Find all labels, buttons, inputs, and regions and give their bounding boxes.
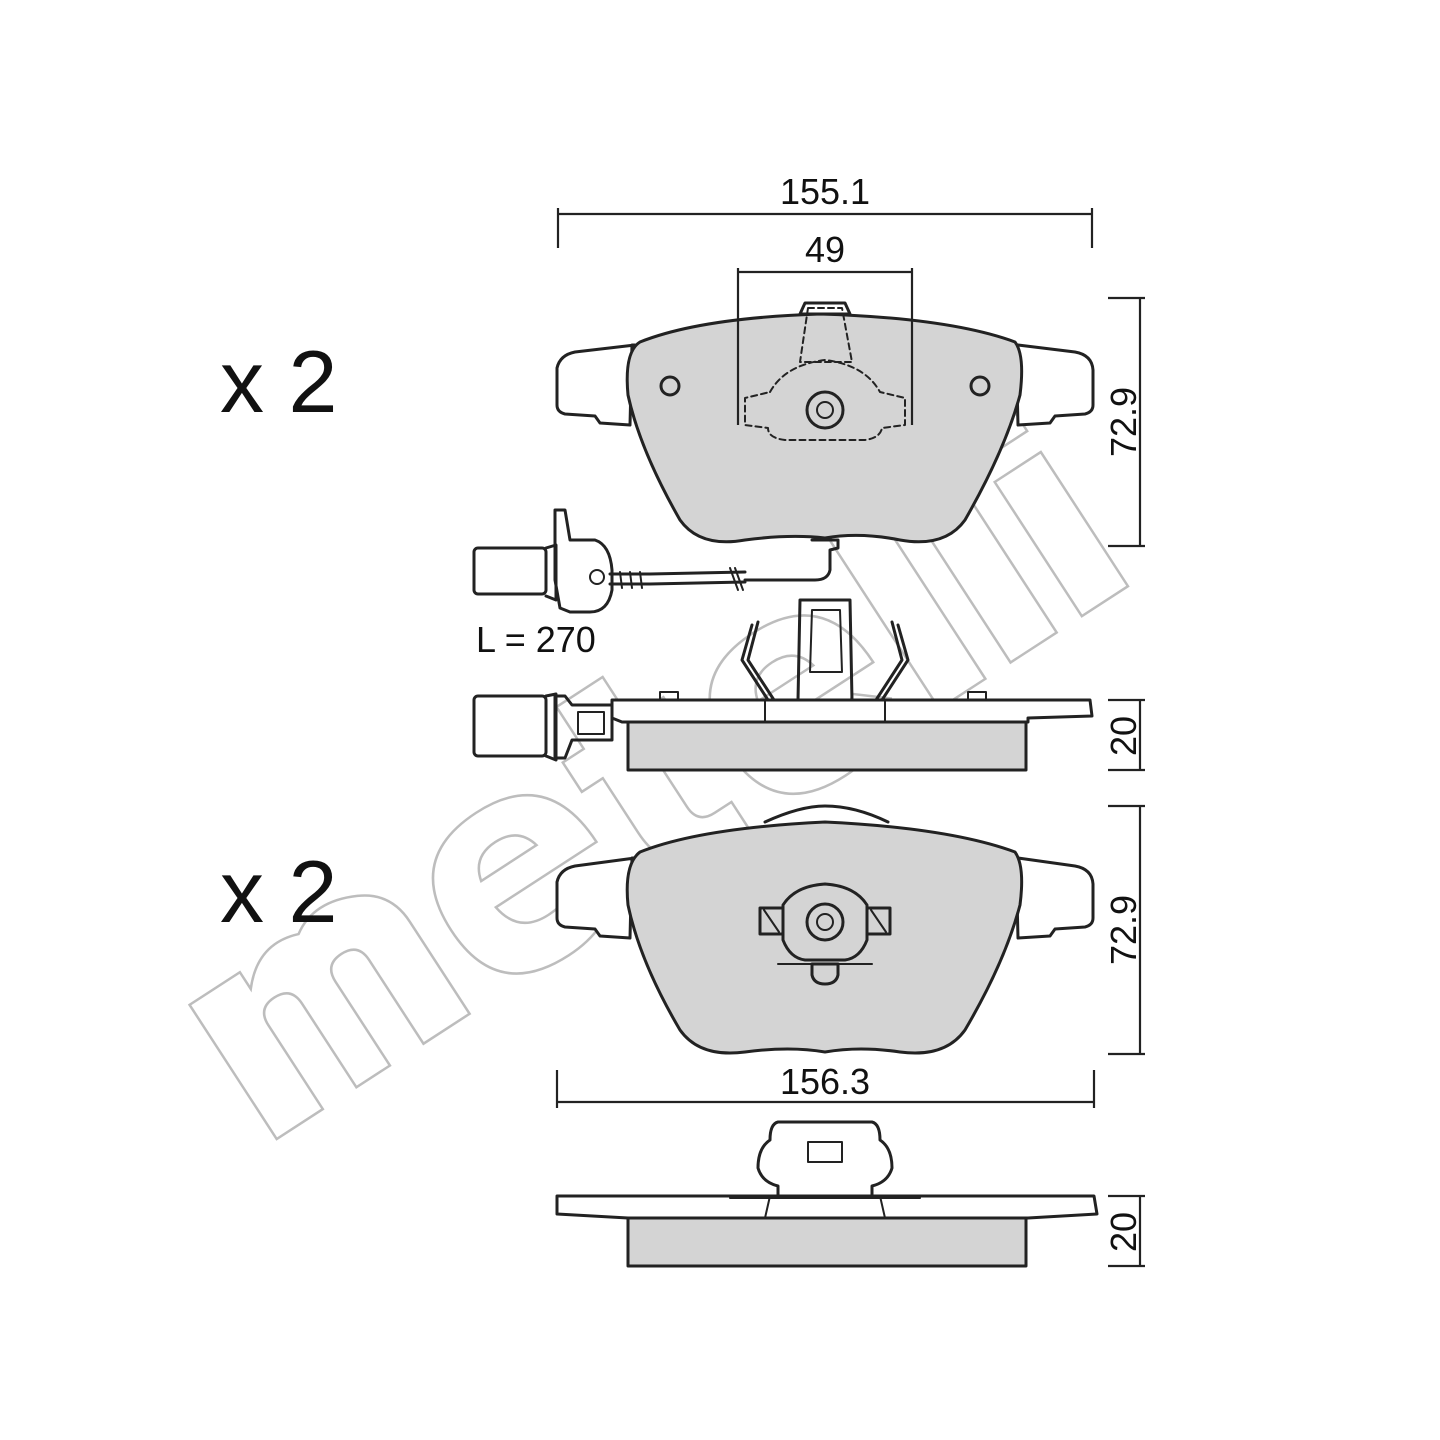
dimension-center-width-label: 49 [805,229,845,270]
bottom-pad-side-view [555,1120,1099,1268]
dimension-top-width-label: 155.1 [780,171,870,212]
wear-sensor-connector [472,508,747,614]
dimension-top-height-label: 72.9 [1103,387,1144,457]
dimension-top-thickness: 20 [1103,698,1145,772]
dimension-top-width: 155.1 [556,171,1094,248]
quantity-top-label: x 2 [220,332,337,431]
dimension-bottom-height: 72.9 [1103,804,1145,1056]
top-pad-front-view [555,301,1095,582]
dimension-bottom-height-label: 72.9 [1103,895,1144,965]
dimension-bottom-width: 156.3 [555,1061,1096,1108]
dimension-center-width: 49 [736,229,914,425]
dimension-top-height: 72.9 [1103,296,1145,548]
sensor-length-label: L = 270 [476,619,596,660]
bottom-pad-front-view [555,804,1095,1055]
dimension-bottom-width-label: 156.3 [780,1061,870,1102]
dimension-top-thickness-label: 20 [1103,716,1144,756]
dimension-bottom-thickness-label: 20 [1103,1212,1144,1252]
top-pad-side-view [472,598,1094,772]
quantity-bottom-label: x 2 [220,842,337,941]
dimension-bottom-thickness: 20 [1103,1194,1145,1268]
